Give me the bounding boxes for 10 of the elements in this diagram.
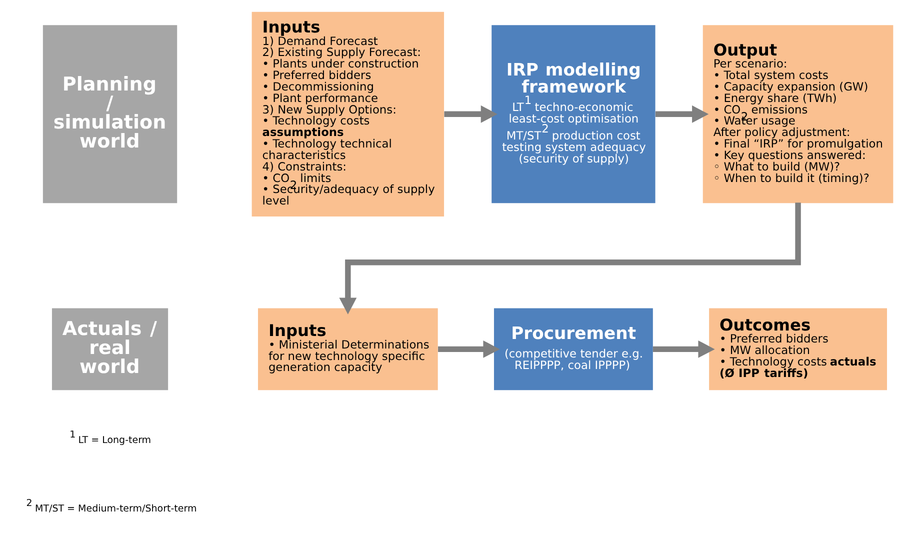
node-box: Procurement (competitive tender e.g. REIPPPP, coal IPPPP): [494, 308, 652, 390]
arrow: [652, 340, 714, 358]
node-box: Inputs • Ministerial Determinations for new technology specific generation capacity: [258, 308, 438, 390]
node-box: Planning / simulation world: [42, 25, 177, 204]
arrow: [338, 202, 800, 314]
arrow: [444, 105, 497, 123]
node-box: Outcomes • Preferred bidders • MW allocation • Technology costs actuals (Ø IPP tariffs): [708, 308, 886, 390]
arrow: [654, 105, 708, 123]
arrow: [438, 340, 500, 358]
node-box: Actuals / real world: [51, 308, 168, 390]
